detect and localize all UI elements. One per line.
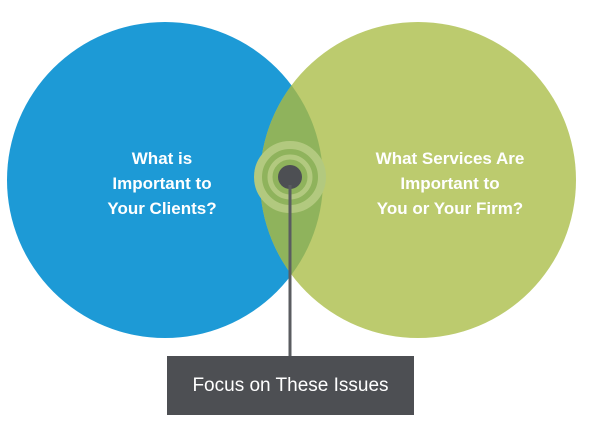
- right-circle-label: What Services Are Important to You or Yo…: [330, 146, 570, 221]
- left-circle: [7, 22, 323, 338]
- left-circle-label-line-1: What is: [131, 149, 193, 168]
- right-circle-label-line-2: Important to: [400, 174, 500, 193]
- right-circle-label-line-1: What Services Are: [375, 149, 525, 168]
- right-circle: [260, 22, 576, 338]
- left-circle-label-line-2: Important to: [112, 174, 212, 193]
- right-circle-label-line-3: You or Your Firm?: [376, 199, 524, 218]
- left-circle-label: What is Important to Your Clients?: [52, 146, 272, 221]
- focus-label-box: Focus on These Issues: [167, 356, 414, 415]
- target-dot: [278, 165, 302, 189]
- focus-label-text: Focus on These Issues: [192, 375, 389, 396]
- left-circle-label-line-3: Your Clients?: [107, 199, 217, 218]
